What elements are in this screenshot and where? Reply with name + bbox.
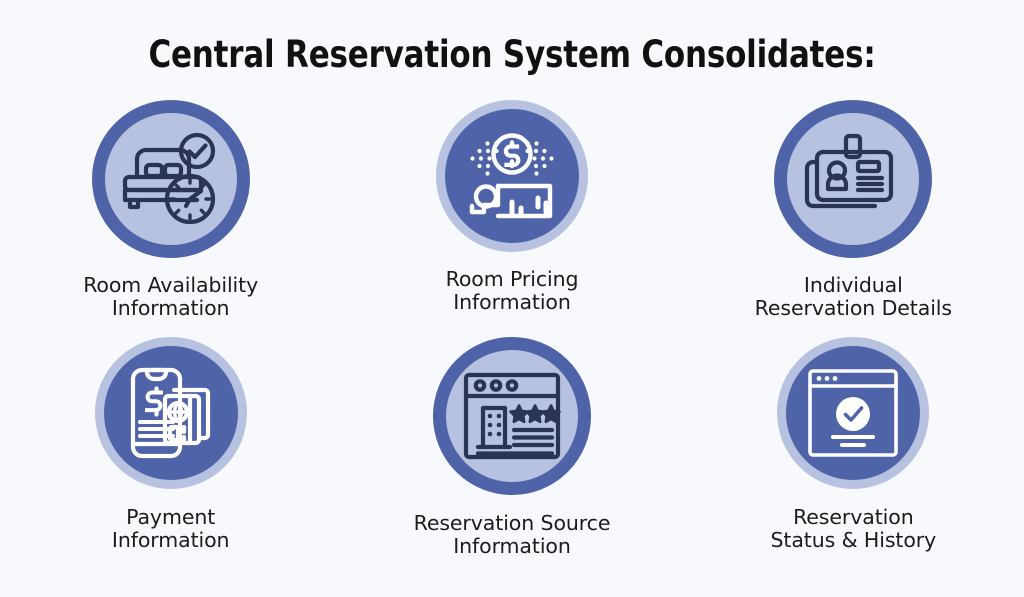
item-label: Room Availability Information (83, 273, 259, 320)
page-title: Central Reservation System Consolidates: (148, 33, 876, 76)
item-label: Payment Information (111, 505, 230, 552)
item-label: Individual Reservation Details (754, 273, 952, 320)
item-label: Room Pricing Information (445, 267, 579, 314)
item-label: Reservation Source Information (413, 511, 611, 558)
bed-check-clock-icon (91, 100, 250, 258)
item-label: Reservation Status & History (770, 505, 937, 552)
item-room-availability: Room Availability Information (0, 100, 341, 320)
dollar-coin-bed-icon (435, 100, 588, 252)
item-room-pricing: Room Pricing Information (341, 100, 682, 314)
browser-hotel-stars-icon (432, 337, 591, 495)
item-payment: Payment Information (0, 337, 341, 552)
id-badge-card-icon (774, 100, 933, 258)
item-reservation-details: Individual Reservation Details (683, 100, 1024, 320)
browser-check-confirmation-icon (777, 337, 930, 489)
item-reservation-source: Reservation Source Information (341, 337, 682, 558)
items-grid: Room Availability Information (0, 100, 1024, 574)
phone-credit-card-icon (94, 337, 247, 489)
item-reservation-status: Reservation Status & History (683, 337, 1024, 552)
